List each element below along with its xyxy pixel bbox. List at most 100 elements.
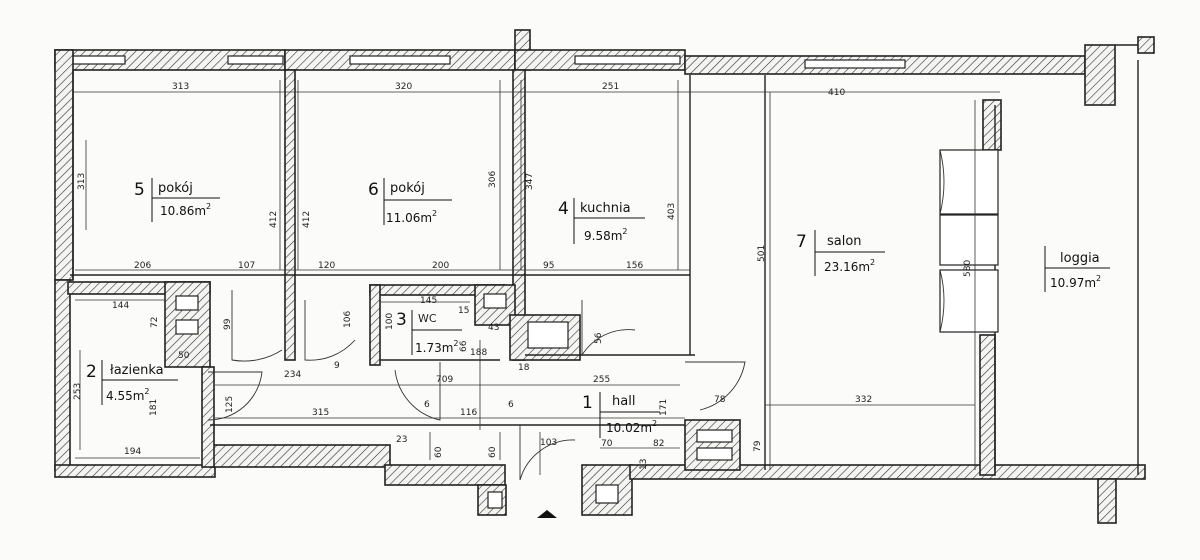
dim-60b: 60 [488,446,498,458]
dim-v403: 403 [667,203,677,220]
door-pokoj6 [304,300,356,361]
svg-text:10.02m2: 10.02m2 [606,419,657,435]
wall-hall-duct [684,419,741,471]
ducts [175,293,733,509]
dim-mid-156: 156 [626,261,643,271]
door-entrance [519,425,576,481]
wall-left-upper [54,49,74,281]
wall-pokoj5-6 [284,69,296,361]
dim-v501: 501 [757,245,767,262]
room-area-sup: 2 [432,209,437,218]
room-name: hall [612,394,635,409]
door-pokoj5 [231,290,283,362]
dim-78: 78 [714,395,726,405]
dim-66: 66 [459,340,469,352]
dim-18: 18 [518,363,530,373]
svg-text:1.73m2: 1.73m2 [415,339,459,355]
wall-left-lower [54,279,71,471]
room-area: 9.58m [584,229,622,243]
window-kuchnia [574,55,681,65]
dim-79: 79 [753,440,763,452]
room-area: 1.73m [415,341,453,355]
loggia-doors [939,149,999,333]
dim-6a: 6 [424,400,430,410]
dim-194: 194 [124,447,141,457]
room-area-sup: 2 [870,258,875,267]
door-salon [685,361,746,411]
dim-100: 100 [385,313,395,330]
dim-332: 332 [855,395,872,405]
duct-e [696,429,733,443]
door-loggia-lower [939,269,999,333]
svg-text:11.06m2: 11.06m2 [386,209,437,225]
room-pokoj5: 5 pokój 10.86m2 [134,178,220,222]
dim-v580: 580 [963,260,973,277]
room-number: 5 [134,180,145,200]
room-number: 6 [368,180,379,200]
room-pokoj6: 6 pokój 11.06m2 [368,178,452,225]
window-pokoj5 [69,55,126,65]
room-number: 4 [558,199,569,219]
wall-bottom-mid [209,444,391,468]
room-area-sup: 2 [453,339,458,348]
room-labels: 5 pokój 10.86m2 6 pokój 11.06m2 4 kuchni… [86,178,1110,438]
dim-v306: 306 [488,171,498,188]
room-number: 3 [396,310,407,330]
dim-103: 103 [540,438,557,448]
dim-v412b: 412 [302,211,312,228]
room-area: 11.06m [386,211,432,225]
dim-top-320: 320 [395,82,412,92]
dim-top-313: 313 [172,82,189,92]
svg-text:23.16m2: 23.16m2 [824,258,875,274]
room-area-sup: 2 [144,387,149,396]
dim-70: 70 [601,439,613,449]
room-lazienka: 2 łazienka 4.55m2 [86,360,178,405]
window-pokoj6 [349,55,451,65]
dim-mid-206: 206 [134,261,151,271]
dim-v412a: 412 [269,211,279,228]
dim-23: 23 [396,435,407,445]
dim-60a: 60 [434,446,444,458]
room-loggia: loggia 10.97m2 [1044,246,1110,292]
door-wc [394,362,441,421]
dim-106: 106 [343,311,353,328]
door-kuchnia [581,300,636,357]
dim-125: 125 [225,396,235,413]
room-kuchnia: 4 kuchnia 9.58m2 [558,198,645,244]
room-name: pokój [390,181,425,196]
dimension-labels: 313 320 251 410 313 412 412 306 347 403 … [73,82,973,470]
room-name: salon [827,234,862,249]
dimension-lines [73,80,1000,475]
dim-99: 99 [223,318,233,330]
window-salon [804,59,906,69]
window-pokoj5b [227,55,284,65]
wall-bottom-entry [384,464,506,486]
entrance-arrow-icon [537,510,557,518]
dim-181: 181 [149,399,159,416]
room-name: kuchnia [580,201,631,216]
dim-mid-200: 200 [432,261,449,271]
room-area: 10.02m [606,421,652,435]
room-area: 10.97m [1050,276,1096,290]
svg-text:10.97m2: 10.97m2 [1050,274,1101,290]
duct-a [175,295,199,311]
wall-wc-left [369,284,381,366]
dim-144: 144 [112,301,129,311]
room-number: 7 [796,232,807,252]
room-area-sup: 2 [652,419,657,428]
room-area-sup: 2 [622,227,627,236]
room-number: 1 [582,393,593,413]
room-name: loggia [1060,251,1100,266]
dim-82: 82 [653,439,664,449]
dim-709: 709 [436,375,453,385]
room-area-sup: 2 [1096,274,1101,283]
duct-h [595,484,619,504]
dim-mid-120: 120 [318,261,335,271]
dim-72: 72 [150,317,160,328]
room-area: 23.16m [824,260,870,274]
wall-loggia-upper [982,99,1002,151]
dim-188: 188 [470,348,487,358]
svg-text:10.86m2: 10.86m2 [160,202,211,218]
dim-13: 13 [639,459,649,470]
wall-loggia-lower [979,334,996,476]
